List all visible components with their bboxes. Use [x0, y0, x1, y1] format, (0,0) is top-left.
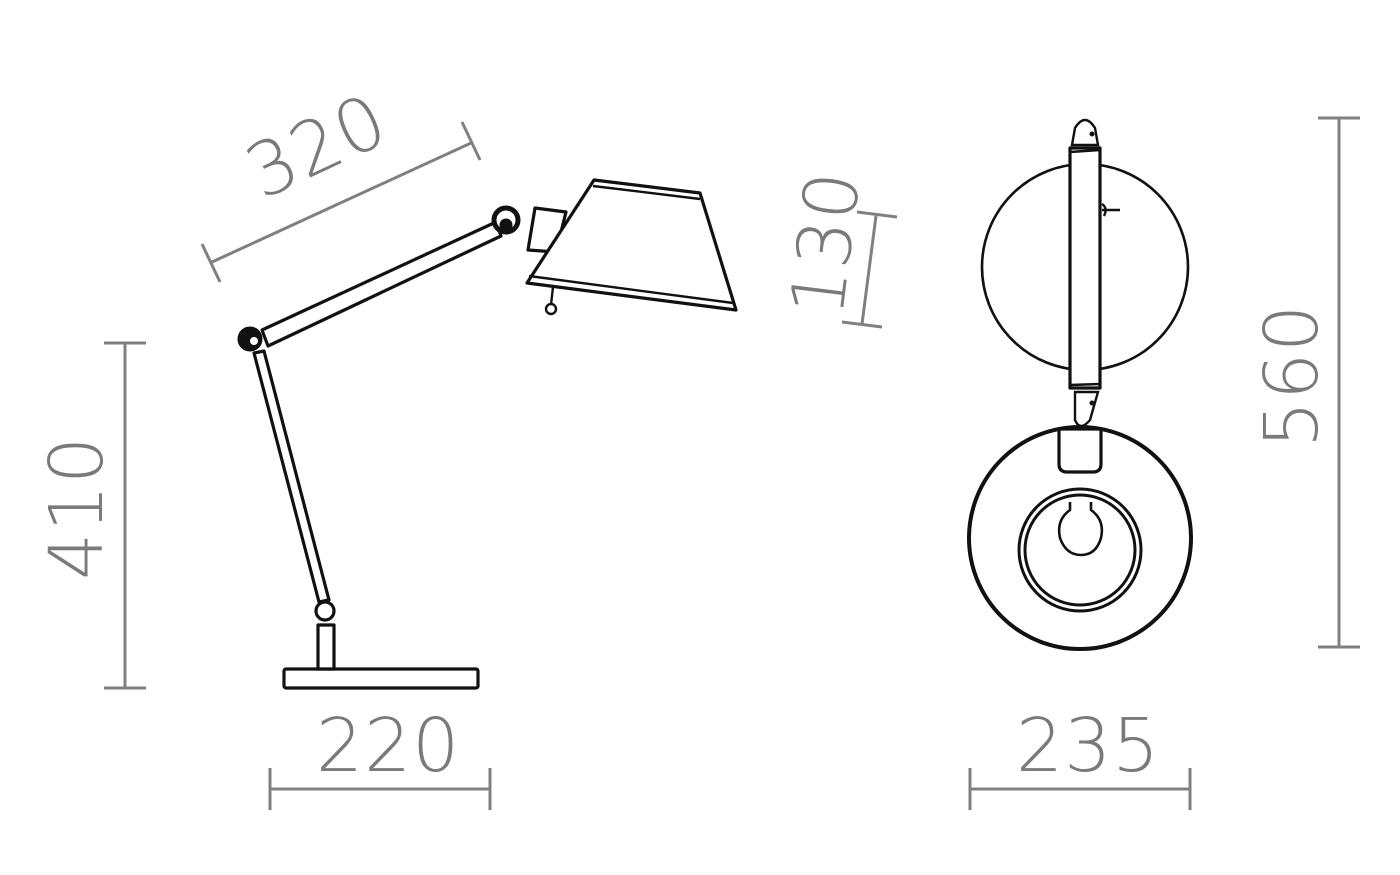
shade-outer-top: [967, 425, 1193, 651]
top-clip: [1070, 118, 1100, 147]
dimension-base-width: 220: [268, 703, 492, 810]
shade-height-label: 130: [775, 167, 878, 321]
lower-clip: [1073, 390, 1100, 428]
base-width-label: 220: [316, 703, 460, 789]
switch-top: [1101, 203, 1120, 217]
arm-length-label: 320: [233, 77, 400, 216]
side-view-lamp: [237, 178, 738, 690]
shade-inner-ring-outer: [1017, 487, 1143, 613]
total-height-label: 410: [34, 436, 120, 580]
switch-knob: [544, 302, 558, 316]
shade-inner-ring-inner: [1023, 493, 1137, 607]
lamp-base: [282, 667, 480, 690]
base-stem: [316, 623, 336, 671]
dimension-total-length: 560: [1249, 116, 1360, 649]
dimension-total-height: 410: [34, 341, 146, 690]
dimension-shade-diameter: 235: [968, 703, 1192, 810]
lamp-shade: [525, 178, 738, 312]
bulb: [1057, 502, 1104, 557]
lower-arm: [252, 349, 331, 604]
total-length-label: 560: [1249, 304, 1335, 448]
socket-top: [1057, 427, 1103, 474]
lower-ball-joint: [314, 600, 336, 622]
arm-bar-top: [1068, 146, 1102, 390]
top-view-lamp: [967, 118, 1193, 651]
upper-arm: [260, 220, 503, 348]
dimension-shade-height: 130: [775, 167, 898, 329]
elbow-joint: [237, 326, 263, 352]
shade-diameter-label: 235: [1016, 703, 1160, 789]
